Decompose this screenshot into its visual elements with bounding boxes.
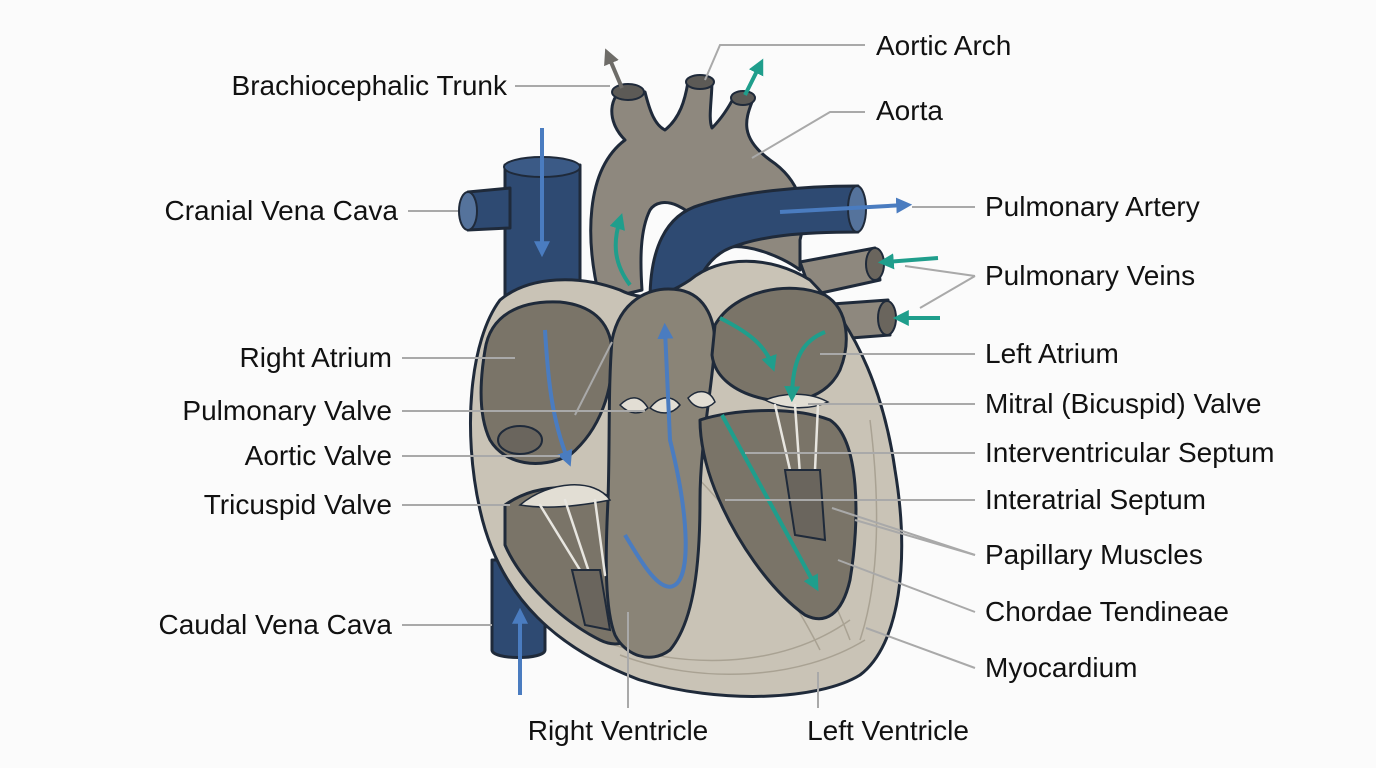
label-right-ventricle: Right Ventricle [528,715,709,746]
blood-flow-arrow-teal [877,253,939,270]
label-pulmonary-valve: Pulmonary Valve [182,395,392,426]
label-pulmonary-artery: Pulmonary Artery [985,191,1200,222]
tricuspid-valve-shape [518,484,612,508]
blood-flow-arrow-gray [604,48,624,89]
label-aortic-arch: Aortic Arch [876,30,1011,61]
label-tricuspid-valve: Tricuspid Valve [204,489,392,520]
blood-flow-arrow-teal [609,213,632,287]
label-right-atrium: Right Atrium [240,342,393,373]
leader-lines [402,44,976,708]
label-interatrial-septum: Interatrial Septum [985,484,1206,515]
label-mitral-valve: Mitral (Bicuspid) Valve [985,388,1261,419]
label-chordae-tendineae: Chordae Tendineae [985,596,1229,627]
label-left-atrium: Left Atrium [985,338,1119,369]
label-left-ventricle: Left Ventricle [807,715,969,746]
blood-flow-arrow-teal [743,58,764,96]
papillary-muscles-shape [570,469,827,632]
blood-flow-arrow-blue [779,197,913,214]
label-aortic-valve: Aortic Valve [245,440,392,471]
label-aorta: Aorta [876,95,943,126]
blood-flow-arrow-blue [623,322,688,589]
right-atrium-shape [479,300,614,465]
blood-flow-arrow-teal [784,330,826,403]
label-brachiocephalic-trunk: Brachiocephalic Trunk [232,70,508,101]
pulmonary-valve-shape [618,397,681,414]
blood-flow-arrow-teal [719,316,777,372]
label-cranial-vena-cava: Cranial Vena Cava [165,195,399,226]
exit-flow-arrows [604,48,624,89]
left-atrium-shape [710,286,848,403]
label-myocardium: Myocardium [985,652,1137,683]
labels: Aortic Arch Brachiocephalic Trunk Aorta … [158,30,1274,746]
deoxygenated-flow-arrows [512,128,913,695]
chordae-tendineae-shape [538,403,820,577]
label-caudal-vena-cava: Caudal Vena Cava [158,609,392,640]
label-interventricular-septum: Interventricular Septum [985,437,1274,468]
label-papillary-muscles: Papillary Muscles [985,539,1203,570]
blood-flow-arrow-blue [543,329,573,467]
aortic-valve-shape [687,390,716,409]
label-pulmonary-veins: Pulmonary Veins [985,260,1195,291]
